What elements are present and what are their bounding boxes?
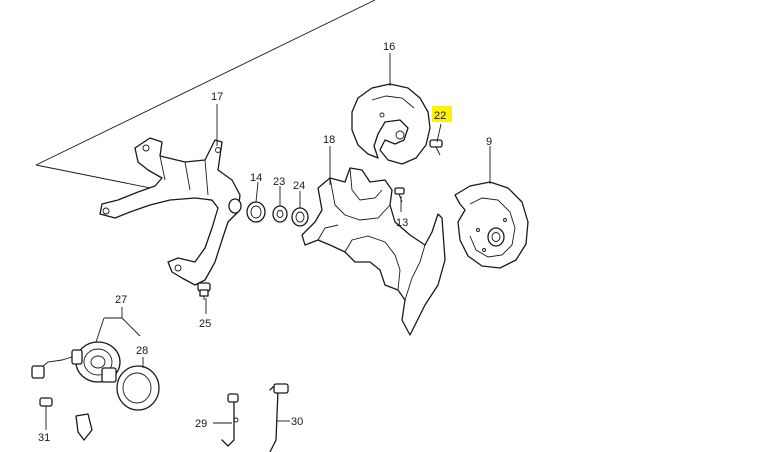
bolt-part-13: [394, 187, 405, 203]
label-16: 16: [383, 41, 395, 53]
nut-part-14: [246, 201, 266, 223]
rod-part-29: [221, 393, 239, 447]
bolt-part-22: [429, 139, 443, 156]
dust-shield-part-16: [351, 83, 431, 165]
seal-ring-part-28: [116, 365, 160, 411]
label-25: 25: [199, 318, 211, 330]
bushing-part-24: [291, 207, 309, 227]
label-9: 9: [486, 136, 492, 148]
label-27: 27: [115, 294, 127, 306]
label-31: 31: [38, 432, 50, 444]
highlight-box-22: [432, 106, 452, 122]
label-30: 30: [291, 416, 303, 428]
label-17: 17: [211, 91, 223, 103]
leader-lines: [45, 53, 491, 430]
label-18: 18: [323, 134, 335, 146]
bolt-part-31: [39, 397, 93, 441]
label-28: 28: [136, 345, 148, 357]
bolt-part-25: [197, 282, 211, 300]
washer-part-23: [272, 205, 288, 223]
sensor-housing-part-27: [31, 341, 121, 383]
cover-plate-part-18: [301, 167, 446, 336]
label-22: 22: [434, 110, 446, 122]
brake-disc-part-9: [454, 181, 529, 269]
part-labels: 9 13 14 16 17 18 22 23 24 25 27 28 29 30…: [38, 41, 492, 444]
rod-part-30: [269, 383, 289, 452]
bracket-part-17: [99, 137, 242, 286]
label-14: 14: [250, 172, 262, 184]
label-24: 24: [293, 180, 305, 192]
label-29: 29: [195, 418, 207, 430]
label-23: 23: [273, 176, 285, 188]
label-13: 13: [396, 217, 408, 229]
